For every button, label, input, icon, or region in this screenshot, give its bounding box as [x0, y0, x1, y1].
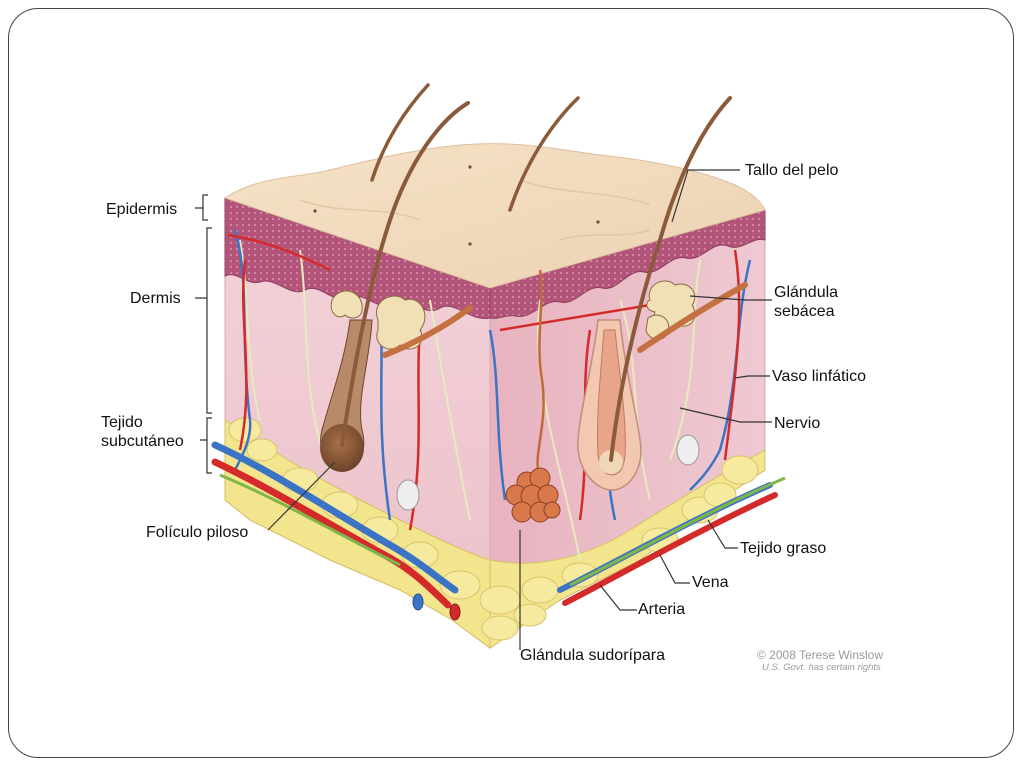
hair-shaft-3: [508, 96, 580, 212]
arteria-vessel: [211, 458, 452, 609]
label-glandula-sudoripara: Glándula sudorípara: [520, 647, 665, 664]
label-tejido-graso: Tejido graso: [740, 540, 827, 557]
arteria-vessel-right: [562, 492, 778, 606]
label-vena: Vena: [692, 574, 729, 591]
label-foliculo-piloso: Folículo piloso: [146, 524, 249, 541]
label-tejido-subcutaneo: Tejido subcutáneo: [101, 413, 201, 451]
hair-shaft-1: [370, 83, 430, 182]
hair-shaft-2: [340, 101, 470, 447]
label-vaso-linfatico: Vaso linfático: [772, 368, 866, 385]
hair-bulb-left: [320, 424, 364, 472]
label-tejido-subcutaneo-line1: Tejido: [101, 414, 143, 431]
lymph-vessel: [219, 473, 401, 567]
credit-line-2: U.S. Govt. has certain rights: [762, 662, 881, 673]
label-glandula-sebacea-line2: sebácea: [774, 303, 835, 320]
label-tejido-subcutaneo-line2: subcutáneo: [101, 433, 184, 450]
label-dermis: Dermis: [130, 290, 181, 307]
credit-line-1: © 2008 Terese Winslow: [757, 648, 884, 662]
label-tallo-del-pelo: Tallo del pelo: [745, 162, 839, 179]
label-glandula-sebacea: Glándula sebácea: [774, 283, 894, 321]
vena-vessel: [211, 441, 459, 594]
sebaceous-gland-left: [330, 290, 426, 350]
sweat-gland: [505, 467, 561, 523]
skin-surface: [223, 143, 766, 289]
label-glandula-sebacea-line1: Glándula: [774, 284, 839, 301]
label-epidermis: Epidermis: [106, 201, 178, 218]
label-nervio: Nervio: [774, 415, 821, 432]
hair-shaft-4: [609, 96, 732, 462]
epidermis-right-band: [489, 209, 766, 319]
label-arteria: Arteria: [638, 601, 686, 618]
